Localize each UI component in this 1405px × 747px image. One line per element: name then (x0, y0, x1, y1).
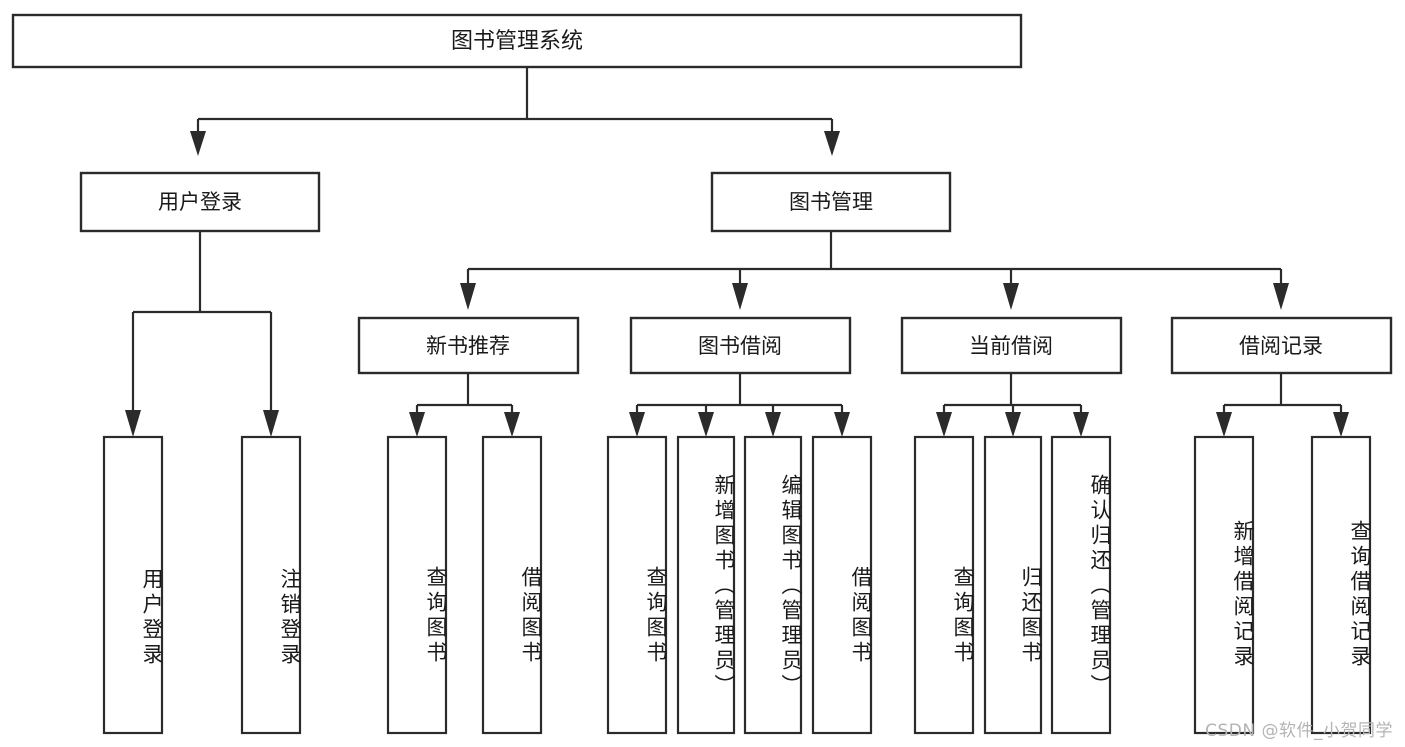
node-root-box (11, 13, 1023, 69)
node-borrow-record[interactable]: 借阅记录 (1170, 316, 1393, 375)
arrow-head-icon (460, 283, 476, 310)
leaf-box-borrow-book-1[interactable] (481, 435, 543, 735)
node-user-login-box (79, 171, 321, 233)
connector-new-book-recommend-to-leaves (409, 373, 520, 437)
node-new-book-recommend-label: 新书推荐 (426, 334, 510, 358)
node-root-label: 图书管理系统 (451, 29, 583, 54)
arrow-head-icon (190, 131, 206, 156)
node-root[interactable]: 图书管理系统 (11, 13, 1023, 69)
node-new-book-recommend[interactable]: 新书推荐 (357, 316, 580, 375)
arrow-head-icon (1003, 283, 1019, 310)
arrow-head-icon (504, 412, 520, 437)
connector-user-login-to-leaves (125, 231, 279, 437)
connector-current-borrow-to-leaves (936, 373, 1089, 437)
leaf-box-return-book[interactable] (983, 435, 1043, 735)
arrow-head-icon (125, 410, 141, 437)
node-book-borrow[interactable]: 图书借阅 (629, 316, 852, 375)
node-current-borrow[interactable]: 当前借阅 (900, 316, 1123, 375)
arrow-head-icon (834, 412, 850, 437)
arrow-head-icon (824, 131, 840, 156)
arrow-head-icon (1073, 412, 1089, 437)
arrow-head-icon (765, 412, 781, 437)
arrow-head-icon (698, 412, 714, 437)
arrow-head-icon (1216, 412, 1232, 437)
watermark-text: CSDN @软件_小贺同学 (1205, 721, 1393, 741)
connector-root-to-level1 (190, 67, 840, 156)
leaf-box-query-book-1[interactable] (386, 435, 448, 735)
arrow-head-icon (1273, 283, 1289, 310)
leaf-box-query-book-2[interactable] (606, 435, 668, 735)
arrow-head-icon (732, 283, 748, 310)
arrow-head-icon (409, 412, 425, 437)
node-borrow-record-label: 借阅记录 (1239, 334, 1323, 358)
connector-book-borrow-to-leaves (629, 373, 850, 437)
node-book-management[interactable]: 图书管理 (710, 171, 952, 233)
leaf-box-user-login[interactable] (102, 435, 164, 735)
leaf-box-query-book-3[interactable] (913, 435, 975, 735)
arrow-head-icon (263, 410, 279, 437)
arrow-head-icon (1333, 412, 1349, 437)
node-current-borrow-box (900, 316, 1123, 375)
node-book-management-label: 图书管理 (789, 190, 873, 214)
leaf-box-add-book-admin[interactable] (676, 435, 736, 735)
leaf-box-edit-book-admin[interactable] (743, 435, 803, 735)
leaf-box-logout[interactable] (240, 435, 302, 735)
arrow-head-icon (629, 412, 645, 437)
connector-book-management-to-level2 (460, 231, 1289, 310)
leaf-box-confirm-return-admin[interactable] (1050, 435, 1112, 735)
leaf-box-query-borrow-record[interactable] (1310, 435, 1372, 735)
arrow-head-icon (1005, 412, 1021, 437)
node-new-book-recommend-box (357, 316, 580, 375)
leaf-box-add-borrow-record[interactable] (1193, 435, 1255, 735)
node-user-login-label: 用户登录 (158, 190, 242, 214)
node-user-login[interactable]: 用户登录 (79, 171, 321, 233)
node-book-borrow-label: 图书借阅 (698, 334, 782, 358)
connector-borrow-record-to-leaves (1216, 373, 1349, 437)
arrow-head-icon (936, 412, 952, 437)
node-current-borrow-label: 当前借阅 (969, 334, 1053, 358)
leaf-box-borrow-book-2[interactable] (811, 435, 873, 735)
